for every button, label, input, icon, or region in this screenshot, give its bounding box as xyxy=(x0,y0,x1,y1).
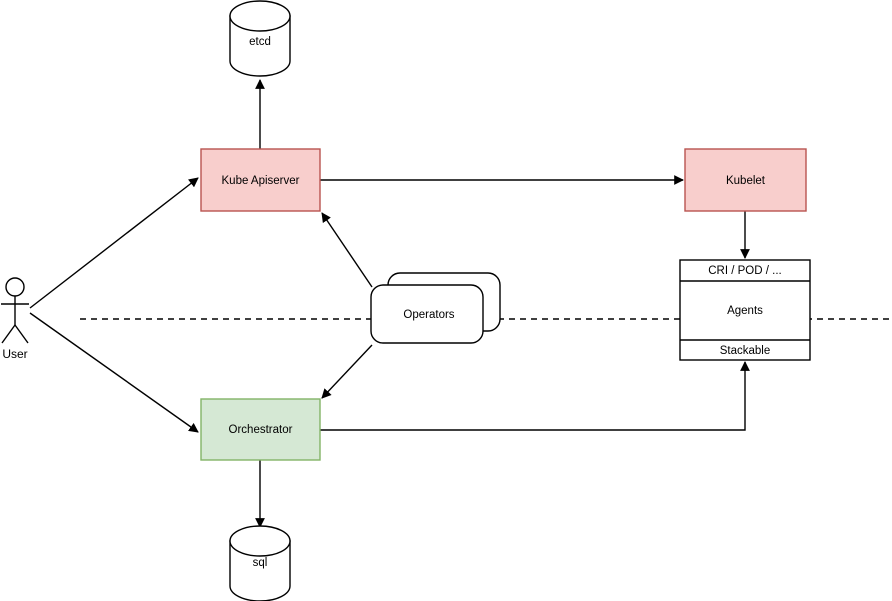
edge-orchestrator-to-agents xyxy=(320,361,750,431)
agents-outer-box xyxy=(679,259,811,361)
sql-cylinder-top xyxy=(229,525,291,557)
edge-user-to-orchestrator xyxy=(29,312,199,433)
node-etcd[interactable]: etcd xyxy=(229,0,291,77)
operators-front-card xyxy=(370,284,484,344)
etcd-cylinder-top xyxy=(229,0,291,32)
node-agents[interactable]: CRI / POD / ... Agents Stackable xyxy=(679,259,811,361)
node-kubelet[interactable]: Kubelet xyxy=(684,148,807,212)
edge-operators-to-kube-apiserver xyxy=(321,212,373,288)
node-orchestrator[interactable]: Orchestrator xyxy=(200,398,321,461)
kube-apiserver-label: Kube Apiserver xyxy=(222,175,300,187)
orchestrator-box xyxy=(200,398,321,461)
sql-label: sql xyxy=(253,557,268,569)
node-user[interactable]: User xyxy=(1,277,29,361)
agents-header-label: CRI / POD / ... xyxy=(708,265,781,277)
agents-body-label: Agents xyxy=(727,305,763,317)
operators-label: Operators xyxy=(403,309,454,321)
edge-operators-to-orchestrator xyxy=(321,344,373,399)
kubelet-box xyxy=(684,148,807,212)
user-actor-head-icon xyxy=(5,277,25,297)
user-actor-leg-right xyxy=(14,324,29,344)
kubelet-label: Kubelet xyxy=(726,175,766,187)
orchestrator-label: Orchestrator xyxy=(229,424,293,436)
node-operators[interactable]: Operators xyxy=(370,272,501,344)
kube-apiserver-box xyxy=(200,148,321,212)
node-kube-apiserver[interactable]: Kube Apiserver xyxy=(200,148,321,212)
etcd-cylinder-body xyxy=(229,15,291,77)
agents-footer-label: Stackable xyxy=(720,345,771,357)
node-sql[interactable]: sql xyxy=(229,525,291,601)
edge-user-to-kube-apiserver xyxy=(29,177,199,309)
user-actor-leg-left xyxy=(1,324,16,344)
etcd-label: etcd xyxy=(249,36,271,48)
user-label: User xyxy=(2,347,27,361)
